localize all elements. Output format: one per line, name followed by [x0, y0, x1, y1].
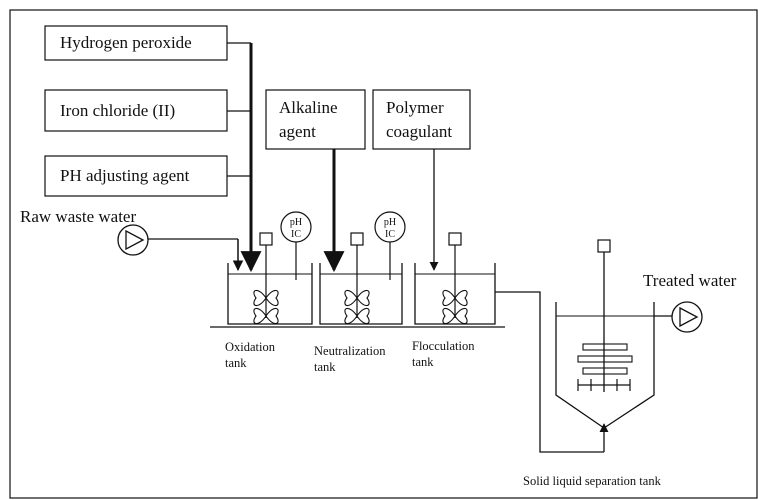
neutralization-tank-label-line1: Neutralization: [314, 344, 386, 358]
alkaline-agent-label-line2: agent: [279, 122, 316, 141]
ph-adjusting-agent-label: PH adjusting agent: [60, 166, 190, 185]
solid-liquid-separation-tank-label: Solid liquid separation tank: [523, 474, 662, 488]
flocculation-tank-label-line1: Flocculation: [412, 339, 475, 353]
oxidation-tank: [227, 232, 313, 325]
polymer-coagulant-box: Polymer coagulant: [372, 89, 471, 150]
hydrogen-peroxide-box: Hydrogen peroxide: [44, 25, 228, 61]
neutralization-tank: [319, 232, 403, 325]
neutralization-ph-controller: pH IC: [374, 211, 406, 280]
oxidation-tank-label-line2: tank: [225, 356, 247, 370]
diagram-frame: [9, 9, 758, 499]
iron-chloride-box: Iron chloride (II): [44, 89, 228, 132]
reagent-feed-lines: [227, 42, 439, 273]
alkaline-agent-label-line1: Alkaline: [279, 98, 338, 117]
raw-waste-water-label: Raw waste water: [20, 207, 136, 226]
alkaline-agent-box: Alkaline agent: [265, 89, 366, 150]
raw-water-pump: [117, 224, 149, 256]
ph-adjusting-agent-box: PH adjusting agent: [44, 155, 228, 197]
flocculation-tank: [414, 232, 496, 325]
treated-water-label: Treated water: [643, 271, 737, 290]
polymer-coagulant-label-line1: Polymer: [386, 98, 444, 117]
hydrogen-peroxide-label: Hydrogen peroxide: [60, 33, 192, 52]
flocculation-tank-label-line2: tank: [412, 355, 434, 369]
ph-label: pH: [290, 217, 302, 228]
treated-water-pump: [671, 301, 703, 333]
ph-label: pH: [384, 217, 396, 228]
oxidation-ph-controller: pH IC: [280, 211, 312, 280]
ic-label: IC: [291, 229, 301, 240]
polymer-coagulant-label-line2: coagulant: [386, 122, 452, 141]
raw-water-line: [148, 238, 244, 272]
ic-label: IC: [385, 229, 395, 240]
solid-liquid-separation-tank: [555, 239, 655, 429]
oxidation-tank-label-line1: Oxidation: [225, 340, 276, 354]
transfer-line: [495, 291, 604, 453]
neutralization-tank-label-line2: tank: [314, 360, 336, 374]
iron-chloride-label: Iron chloride (II): [60, 101, 175, 120]
